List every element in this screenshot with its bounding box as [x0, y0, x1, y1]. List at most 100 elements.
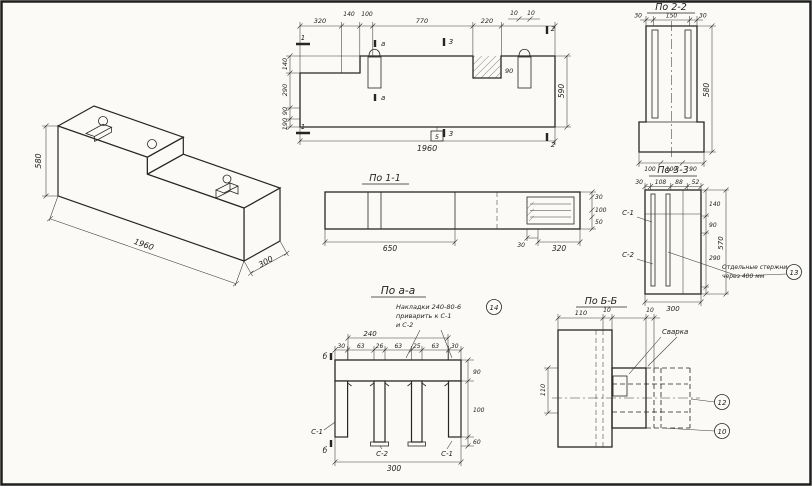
- stud-foot: [407, 441, 426, 447]
- section-title: По 1-1: [369, 173, 401, 184]
- stud-foot: [370, 441, 389, 447]
- iso-lifting-loop-3: [222, 174, 232, 184]
- dim-label: 90: [709, 222, 717, 229]
- dim-label: 88: [675, 179, 683, 186]
- callout-10: 10: [718, 428, 727, 436]
- section-title: По 3-3: [657, 165, 689, 176]
- stud-c1-left: [334, 380, 349, 438]
- dim-label: 30: [451, 343, 459, 350]
- dim-label: 30: [634, 13, 642, 20]
- dim-label: 10: [510, 10, 518, 17]
- dim-label: 30: [699, 13, 707, 20]
- mark-c1: С-1: [311, 428, 323, 436]
- dim-label: 63: [431, 343, 439, 350]
- dim-label: 100: [361, 11, 373, 18]
- cut-flag-b: б: [323, 446, 328, 455]
- weld-leaders: [628, 336, 678, 375]
- dim-label: 190: [281, 118, 289, 130]
- note-leaders: [405, 329, 453, 359]
- dim-label: 90: [473, 369, 481, 376]
- cut-flag-a: а: [381, 94, 385, 102]
- dim-label: 240: [363, 330, 377, 338]
- dim-label: 590: [557, 84, 566, 99]
- dim-label: 300: [666, 305, 680, 313]
- callout-14: 14: [490, 304, 499, 312]
- dim-label: 140: [343, 11, 355, 18]
- elevation-slot-hatch: [473, 56, 501, 78]
- section-2-2: По 2-2 30 150 30 580 100 100 90: [634, 2, 716, 173]
- dim-label: 100: [595, 207, 607, 214]
- iso-dim-lines: [42, 123, 290, 287]
- cut-flag-b: б: [323, 352, 328, 361]
- dim-label: 290: [281, 84, 289, 96]
- flange-plate: [334, 359, 462, 382]
- dim-label: 580: [702, 83, 711, 98]
- dim-label: 1960: [417, 144, 437, 153]
- callout-circle: [486, 299, 502, 315]
- rod-strip: [367, 191, 382, 230]
- weld-plate: [612, 375, 628, 397]
- section-outline: [324, 191, 581, 230]
- mark-c2: С-2: [622, 251, 634, 259]
- iso-lifting-loop-1: [98, 116, 108, 126]
- section-title: По Б-Б: [585, 296, 618, 307]
- section-title: По 2-2: [655, 2, 687, 13]
- rod-strip: [651, 29, 659, 119]
- dim-label: 320: [552, 244, 567, 253]
- dim-label: 100: [666, 166, 678, 173]
- dim-label: 650: [383, 244, 398, 253]
- dim-label: 570: [717, 236, 725, 250]
- dim-label: 63: [357, 343, 365, 350]
- dim-label: 10: [603, 307, 611, 314]
- dim-label: 320: [314, 17, 326, 25]
- dim-label: 108: [655, 179, 667, 186]
- elevation-dim-lines: [286, 16, 571, 145]
- mark-c1: С-1: [441, 450, 453, 458]
- callout-12: 12: [718, 399, 727, 407]
- iso-lifting-loop-2: [147, 139, 157, 149]
- dim-label: 140: [281, 58, 289, 70]
- note-line: и С-2: [396, 321, 413, 329]
- dim-lines: [636, 16, 716, 167]
- callout-circle: [714, 394, 730, 410]
- dim-label: 30: [337, 343, 345, 350]
- mark-c1: С-1: [622, 209, 634, 217]
- dim-label: 50: [595, 219, 603, 226]
- elevation-rod-strip-1: [367, 56, 382, 89]
- elevation-rod-strip-2: [517, 56, 532, 89]
- callout-circle: [786, 264, 802, 280]
- cut-flag-a: а: [381, 40, 385, 48]
- dim-label: 110: [575, 309, 587, 317]
- note-line: Накладки 240-80-6: [396, 303, 461, 311]
- mark-c2: С-2: [376, 450, 388, 458]
- cut-flag-2: 2: [551, 141, 556, 149]
- cut-flag-3: 3: [449, 38, 453, 46]
- callout-circle: [714, 423, 730, 439]
- dim-lines: [322, 189, 596, 246]
- note-line: Отдельные стержни: [722, 264, 787, 271]
- section-title: По а-а: [381, 285, 415, 297]
- iso-top-notch: [85, 123, 113, 142]
- dim-label: 90: [689, 166, 697, 173]
- section-a-a: По а-а Накладки 240-80-6 приварить к С-1…: [311, 285, 502, 473]
- section-b-b: По Б-Б Сварка 110 10 10 110 12 10: [539, 296, 730, 448]
- cut-flag-1: 1: [301, 123, 305, 131]
- stud-c1-right: [447, 380, 462, 438]
- dim-label: 52: [692, 179, 700, 186]
- iso-end-block: [215, 182, 239, 199]
- dim-label: 25: [413, 343, 421, 350]
- section-outline: [644, 189, 702, 295]
- dim-label: 30: [635, 179, 643, 186]
- dim-label: 90: [281, 107, 289, 115]
- dim-label: 110: [539, 384, 547, 396]
- dim-label: 140: [709, 201, 721, 208]
- hidden-lines: [595, 330, 604, 447]
- dim-lines: [544, 314, 715, 432]
- position-flag-5: 5: [435, 133, 439, 141]
- dim-label: 220: [481, 17, 493, 25]
- position-flag-box: [430, 130, 444, 142]
- cut-flag-2: 2: [551, 25, 556, 33]
- dim-label: 63: [394, 343, 402, 350]
